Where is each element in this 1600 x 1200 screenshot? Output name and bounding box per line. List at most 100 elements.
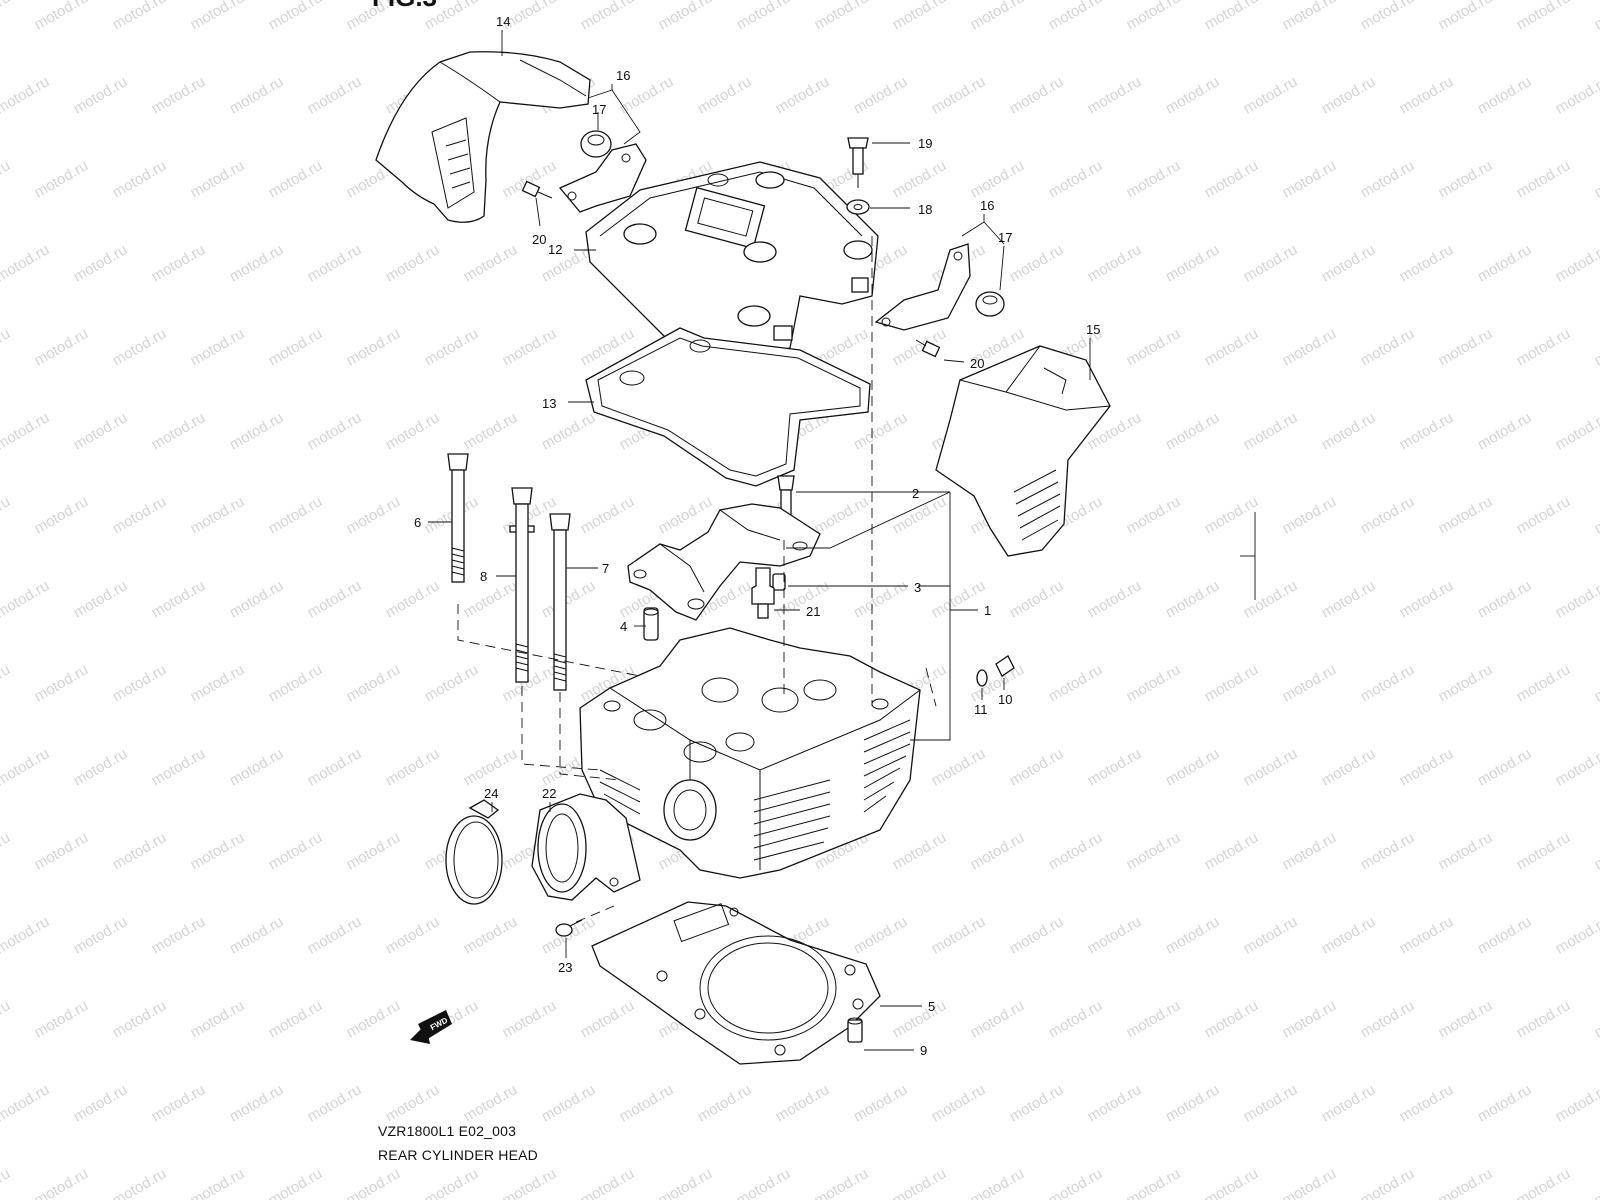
- watermark-text: motod.ru: [188, 1165, 248, 1200]
- watermark-text: motod.ru: [1202, 829, 1262, 873]
- watermark-text: motod.ru: [1202, 661, 1262, 705]
- cover-bolt: [847, 137, 869, 188]
- watermark-text: motod.ru: [539, 577, 599, 621]
- watermark-text: motod.ru: [1475, 73, 1535, 117]
- watermark-text: motod.ru: [1358, 0, 1418, 33]
- watermark-text: motod.ru: [1475, 745, 1535, 789]
- callout-5: 5: [928, 999, 935, 1014]
- watermark-text: motod.ru: [0, 829, 13, 873]
- watermark-text: motod.ru: [1124, 661, 1184, 705]
- watermark-text: motod.ru: [1007, 745, 1067, 789]
- watermark-text: motod.ru: [1046, 1165, 1106, 1200]
- bolt-right: [915, 339, 941, 358]
- watermark-text: motod.ru: [1046, 0, 1106, 33]
- watermark-text: motod.ru: [1319, 1081, 1379, 1125]
- watermark-text: motod.ru: [383, 241, 443, 285]
- watermark-text: motod.ru: [1436, 1165, 1496, 1200]
- watermark-text: motod.ru: [1553, 913, 1600, 957]
- watermark-text: motod.ru: [1124, 0, 1184, 33]
- cushion-right: [975, 291, 1005, 317]
- watermark-text: motod.ru: [1397, 745, 1457, 789]
- watermark-text: motod.ru: [1358, 661, 1418, 705]
- callout-16-right: 16: [980, 198, 994, 213]
- watermark-text: motod.ru: [1436, 997, 1496, 1041]
- watermark-text: motod.ru: [1241, 73, 1301, 117]
- watermark-text: motod.ru: [578, 1165, 638, 1200]
- watermark-text: motod.ru: [1592, 493, 1600, 537]
- watermark-text: motod.ru: [1280, 661, 1340, 705]
- watermark-text: motod.ru: [773, 1081, 833, 1125]
- watermark-text: motod.ru: [0, 73, 52, 117]
- watermark-text: motod.ru: [890, 493, 950, 537]
- watermark-text: motod.ru: [32, 661, 92, 705]
- watermark-text: motod.ru: [1397, 577, 1457, 621]
- watermark-text: motod.ru: [1085, 745, 1145, 789]
- watermark-text: motod.ru: [1046, 829, 1106, 873]
- watermark-text: motod.ru: [1436, 829, 1496, 873]
- watermark-text: motod.ru: [188, 829, 248, 873]
- watermark-text: motod.ru: [1436, 325, 1496, 369]
- watermark-text: motod.ru: [149, 745, 209, 789]
- watermark-text: motod.ru: [227, 409, 287, 453]
- watermark-text: motod.ru: [656, 493, 716, 537]
- rear-cylinder-head-cover-right: [935, 345, 1111, 557]
- watermark-text: motod.ru: [461, 745, 521, 789]
- watermark-text: motod.ru: [422, 325, 482, 369]
- watermark-text: motod.ru: [851, 409, 911, 453]
- watermark-text: motod.ru: [32, 829, 92, 873]
- watermark-text: motod.ru: [305, 409, 365, 453]
- watermark-text: motod.ru: [227, 577, 287, 621]
- callout-11: 11: [974, 702, 988, 717]
- watermark-text: motod.ru: [1475, 241, 1535, 285]
- watermark-text: motod.ru: [1514, 661, 1574, 705]
- watermark-text: motod.ru: [344, 661, 404, 705]
- callout-19: 19: [918, 136, 932, 151]
- watermark-text: motod.ru: [1163, 577, 1223, 621]
- watermark-text: motod.ru: [1280, 157, 1340, 201]
- watermark-text: motod.ru: [734, 0, 794, 33]
- washer: [976, 669, 988, 687]
- watermark-text: motod.ru: [1319, 745, 1379, 789]
- watermark-text: motod.ru: [1202, 325, 1262, 369]
- watermark-text: motod.ru: [1046, 997, 1106, 1041]
- cushion-left: [580, 130, 612, 158]
- watermark-text: motod.ru: [266, 661, 326, 705]
- callout-20-left: 20: [532, 232, 546, 247]
- watermark-text: motod.ru: [890, 997, 950, 1041]
- watermark-text: motod.ru: [227, 1081, 287, 1125]
- watermark-text: motod.ru: [1202, 0, 1262, 33]
- watermark-text: motod.ru: [656, 1165, 716, 1200]
- watermark-text: motod.ru: [344, 997, 404, 1041]
- watermark-text: motod.ru: [851, 73, 911, 117]
- diagram-title: REAR CYLINDER HEAD: [378, 1147, 538, 1163]
- watermark-text: motod.ru: [110, 1165, 170, 1200]
- watermark-text: motod.ru: [0, 1165, 13, 1200]
- callout-7: 7: [602, 561, 609, 576]
- watermark-text: motod.ru: [227, 913, 287, 957]
- watermark-text: motod.ru: [0, 493, 13, 537]
- watermark-text: motod.ru: [1163, 409, 1223, 453]
- callout-13: 13: [542, 396, 556, 411]
- watermark-text: motod.ru: [1241, 241, 1301, 285]
- watermark-text: motod.ru: [110, 0, 170, 33]
- watermark-text: motod.ru: [1475, 913, 1535, 957]
- watermark-text: motod.ru: [1397, 73, 1457, 117]
- plug: [995, 655, 1015, 677]
- figure-heading: FIG.3: [372, 0, 437, 12]
- watermark-text: motod.ru: [266, 325, 326, 369]
- watermark-text: motod.ru: [32, 997, 92, 1041]
- watermark-text: motod.ru: [1124, 997, 1184, 1041]
- watermark-text: motod.ru: [266, 997, 326, 1041]
- watermark-text: motod.ru: [968, 829, 1028, 873]
- watermark-text: motod.ru: [1553, 745, 1600, 789]
- spark-plug: [751, 567, 775, 619]
- leader-lines: [428, 30, 1091, 1051]
- reference-mark: [1240, 512, 1256, 600]
- watermark-text: motod.ru: [1085, 913, 1145, 957]
- watermark-text: motod.ru: [1085, 577, 1145, 621]
- watermark-text: motod.ru: [227, 745, 287, 789]
- watermark-text: motod.ru: [305, 241, 365, 285]
- watermark-text: motod.ru: [71, 1081, 131, 1125]
